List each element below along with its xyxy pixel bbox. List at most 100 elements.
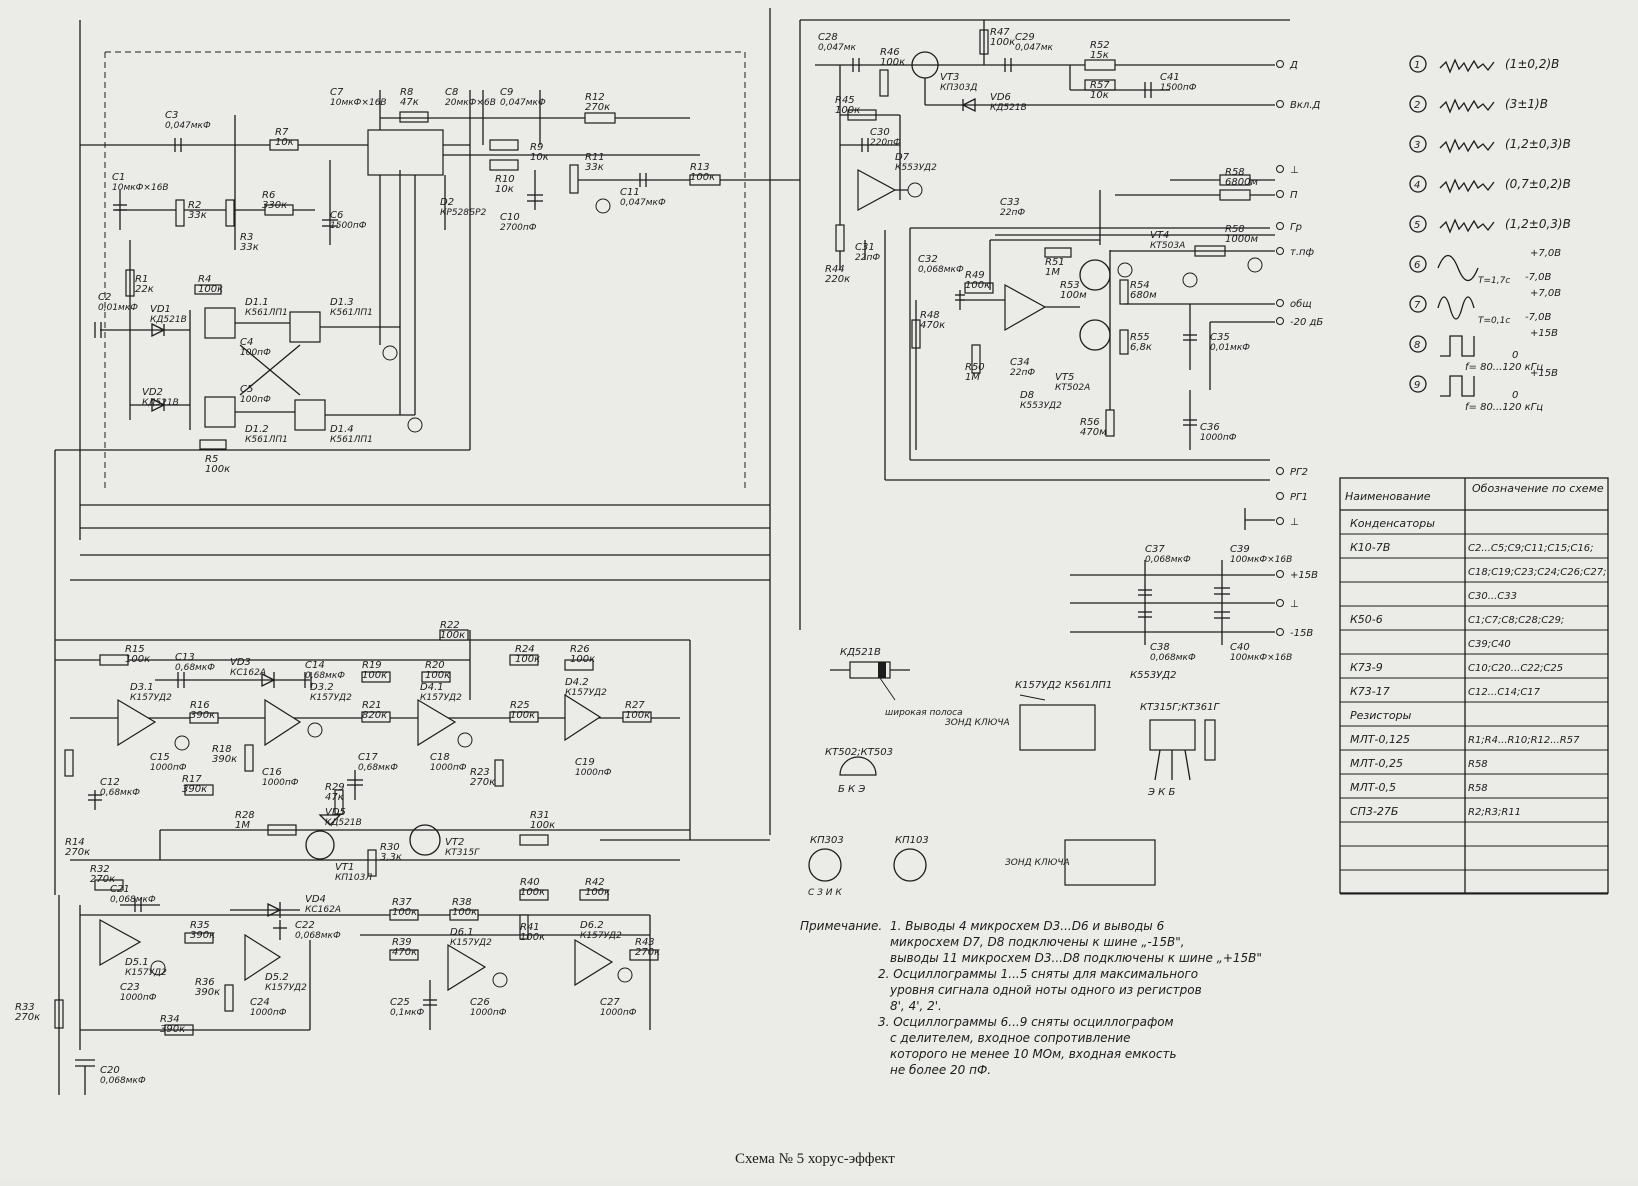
capacitor-value: 0,068мкФ [918, 265, 964, 275]
resistor-value: 33к [188, 210, 207, 221]
terminal-pin [1276, 517, 1284, 525]
diode-ref: VD6 [990, 92, 1011, 103]
resistor-ref: R20 [425, 660, 445, 671]
terminal-label: Д [1289, 60, 1298, 71]
ic-type: К157УД2 [420, 693, 462, 703]
resistor-value: 100к [425, 670, 450, 681]
resistor-value: 100к [990, 37, 1015, 48]
resistor-value: 1М [235, 820, 250, 831]
capacitor-value: 220пФ [870, 138, 901, 148]
capacitor-value: 1000пФ [575, 768, 612, 778]
resistor-value: 100к [880, 57, 905, 68]
resistor-ref: R35 [190, 920, 210, 931]
resistor-value: 10к [495, 184, 514, 195]
capacitor-ref: C28 [818, 32, 838, 43]
oscillogram-top: +15В [1530, 328, 1558, 339]
resistor-ref: R47 [990, 27, 1010, 38]
table-cell-designation: R58 [1468, 783, 1488, 794]
capacitor-value: 1500пФ [330, 221, 367, 231]
resistor-value: 3,3к [380, 852, 402, 863]
table-cell-designation: C12...C14;C17 [1468, 687, 1541, 698]
resistor-ref: R14 [65, 837, 85, 848]
capacitor-ref: C14 [305, 660, 325, 671]
diode-package-note: широкая полоса [885, 708, 963, 718]
transistor-type: КТ315Г [445, 848, 480, 858]
resistor-value: 330к [262, 200, 287, 211]
oscillogram-amplitude: (0,7±0,2)В [1505, 177, 1571, 191]
oscillogram-marker [1409, 215, 1427, 233]
ic-ref: D1.4 [330, 424, 354, 435]
resistor-value: 6,8к [1130, 342, 1152, 353]
frame-lines [54, 8, 1290, 895]
resistor-value: 270к [635, 947, 660, 958]
resistor-value: 270к [470, 777, 495, 788]
resistor-ref: R55 [1130, 332, 1150, 343]
note-line: 1. Выводы 4 микросхем D3...D6 и выводы 6 [890, 919, 1165, 933]
oscillogram-number: 2 [1414, 100, 1420, 111]
sot-pins: Э К Б [1147, 787, 1175, 798]
capacitor-ref: C6 [330, 210, 343, 221]
terminal-pin [1276, 222, 1284, 230]
diode-type: КД521В [325, 818, 362, 828]
ic-type: КР528БР2 [440, 208, 487, 218]
table-cell-designation: R58 [1468, 759, 1488, 770]
transistor-ref: VT1 [335, 862, 354, 873]
resistor-value: 10к [275, 137, 294, 148]
ic-ref: D5.2 [265, 972, 289, 983]
terminal-pin [1276, 628, 1284, 636]
capacitor-value: 100пФ [240, 348, 271, 358]
capacitor-ref: C41 [1160, 72, 1180, 83]
resistor-value: 100к [965, 280, 990, 291]
capacitor-value: 22пФ [855, 253, 880, 263]
resistor-ref: R3 [240, 232, 253, 243]
resistor-ref: R8 [400, 87, 413, 98]
note-line: уровня сигнала одной ноты одного из реги… [889, 983, 1202, 997]
resistor-ref: R36 [195, 977, 215, 988]
oscillogram-period: T=1,7с [1478, 276, 1510, 286]
resistor-ref: R12 [585, 92, 605, 103]
capacitor-value: 1000пФ [600, 1008, 637, 1018]
capacitor-value: 0,068мкФ [1150, 653, 1196, 663]
terminal-pin [1276, 247, 1284, 255]
capacitor-ref: C1 [112, 172, 125, 183]
table-cell-name: К73-17 [1350, 685, 1390, 698]
capacitor-value: 0,068мкФ [110, 895, 156, 905]
transistor-type: КТ503А [1150, 241, 1185, 251]
resistor-value: 100к [125, 654, 150, 665]
terminal-pin [1276, 165, 1284, 173]
resistor-ref: R13 [690, 162, 710, 173]
resistor-value: 100к [690, 172, 715, 183]
transistor-type: КТ502А [1055, 383, 1090, 393]
terminal-label: -15В [1290, 628, 1313, 639]
capacitor-value: 100мкФ×16В [1230, 653, 1292, 663]
table-cell-designation: C18;C19;C23;C24;C26;C27; [1468, 567, 1606, 578]
d2-ic-body [367, 129, 444, 176]
resistor-value: 270к [65, 847, 90, 858]
resistor-value: 33к [585, 162, 604, 173]
resistor-ref: R23 [470, 767, 490, 778]
oscillogram-top: +7,0В [1530, 248, 1561, 259]
oscillogram-zero: 0 [1512, 350, 1518, 361]
resistor-value: 1000м [1225, 234, 1258, 245]
resistor-value: 33к [240, 242, 259, 253]
oscillogram-number: 5 [1414, 220, 1420, 231]
terminal-pin [1276, 317, 1284, 325]
diode-ref: VD1 [150, 304, 171, 315]
top-right-block [815, 20, 1275, 270]
ic-ref: D4.1 [420, 682, 444, 693]
oscillogram-amplitude: (1,2±0,3)В [1505, 137, 1571, 151]
bottom-left-block [55, 629, 690, 877]
resistor-ref: R42 [585, 877, 605, 888]
transistor-ref: VT5 [1055, 372, 1074, 383]
oscillogram-marker [1409, 335, 1427, 353]
resistor-ref: R38 [452, 897, 472, 908]
capacitor-ref: C9 [500, 87, 513, 98]
capacitor-ref: C37 [1145, 544, 1165, 555]
ic-type: К157УД2 [265, 983, 307, 993]
key-label: ЗОНД КЛЮЧА [1005, 858, 1070, 868]
capacitor-ref: C15 [150, 752, 170, 763]
d4-1-opamp [417, 698, 457, 747]
d7-opamp [857, 168, 897, 212]
table-cell-name: К50-6 [1350, 613, 1383, 626]
